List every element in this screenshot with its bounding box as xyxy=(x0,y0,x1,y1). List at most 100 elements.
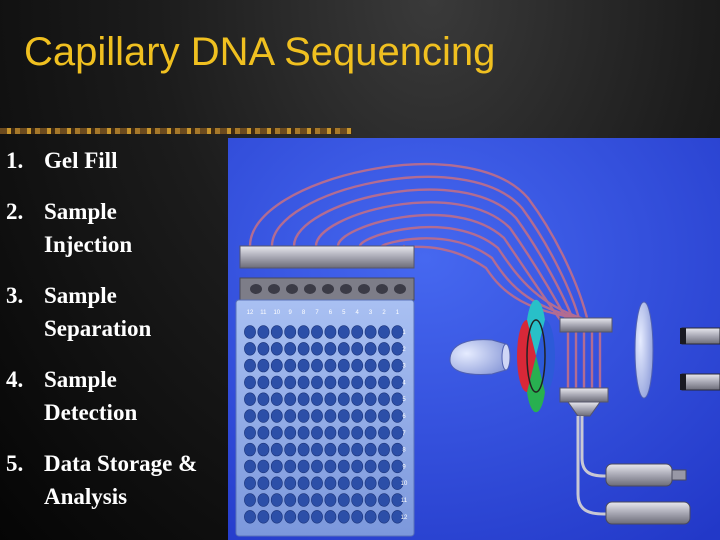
plate-column-label: 7 xyxy=(315,310,319,316)
plate-well xyxy=(244,426,256,440)
plate-well xyxy=(311,409,323,423)
plate-well xyxy=(324,426,337,440)
plate-well xyxy=(297,392,310,406)
plate-column-label: 5 xyxy=(342,310,346,316)
plate-well xyxy=(378,493,390,507)
plate-column-label: 3 xyxy=(369,310,373,316)
plate-column-label: 11 xyxy=(260,310,267,316)
plate-well xyxy=(284,459,297,474)
plate-well xyxy=(364,493,377,507)
plate-row-label: 8 xyxy=(402,448,406,454)
plate-well xyxy=(257,476,270,490)
plate-well xyxy=(244,442,256,457)
plate-well xyxy=(351,409,364,423)
plate-wells xyxy=(244,325,404,524)
plate-well xyxy=(284,375,297,390)
plate-well xyxy=(284,442,297,457)
plate-row-label: 4 xyxy=(402,380,406,386)
step-number: 1. xyxy=(6,148,24,173)
plate-well xyxy=(284,426,297,440)
pump-tubing xyxy=(576,416,608,516)
detector-icon xyxy=(680,327,720,391)
plate-well xyxy=(324,493,337,507)
plate-well xyxy=(351,358,364,373)
plate-well xyxy=(311,459,323,474)
plate-well xyxy=(351,375,364,390)
plate-well xyxy=(337,442,350,457)
plate-row-label: 5 xyxy=(402,397,406,403)
plate-well xyxy=(337,409,350,423)
plate-well xyxy=(270,375,283,390)
plate-well xyxy=(364,442,377,457)
plate-well xyxy=(364,426,377,440)
plate-well xyxy=(351,510,364,524)
plate-column-label: 8 xyxy=(302,310,306,316)
plate-well xyxy=(257,392,270,406)
plate-well xyxy=(270,493,283,507)
plate-well xyxy=(351,325,364,339)
plate-well xyxy=(244,342,256,356)
plate-well xyxy=(257,325,270,339)
capillary-holder-top xyxy=(559,317,613,333)
plate-well xyxy=(337,375,350,390)
step-number: 2. xyxy=(6,199,24,224)
plate-well xyxy=(284,510,297,524)
step-number: 4. xyxy=(6,367,24,392)
plate-well xyxy=(391,409,404,423)
plate-well xyxy=(297,442,310,457)
step-text: Sample Separation xyxy=(44,283,152,341)
step-list: 1.Gel Fill 2.Sample Injection 3.Sample S… xyxy=(6,144,228,531)
plate-well xyxy=(337,392,350,406)
plate-column-label: 10 xyxy=(273,310,280,316)
plate-row-label: 7 xyxy=(402,431,406,437)
plate-well xyxy=(284,325,297,339)
plate-well xyxy=(378,375,390,390)
plate-well xyxy=(324,358,337,373)
plate-well xyxy=(284,358,297,373)
plate-well xyxy=(257,358,270,373)
step-text: Sample Detection xyxy=(44,367,138,425)
plate-well xyxy=(364,325,377,339)
plate-row-label: 9 xyxy=(402,464,406,470)
plate-well xyxy=(364,342,377,356)
plate-well xyxy=(284,409,297,423)
plate-well xyxy=(391,442,404,457)
plate-well xyxy=(270,325,283,339)
plate-row-label: 12 xyxy=(401,515,408,521)
plate-well xyxy=(270,342,283,356)
plate-well xyxy=(391,510,404,524)
plate-well xyxy=(244,375,256,390)
plate-well xyxy=(257,375,270,390)
plate-well xyxy=(311,375,323,390)
plate-well xyxy=(311,358,323,373)
plate-well xyxy=(364,392,377,406)
plate-well xyxy=(337,476,350,490)
plate-well xyxy=(364,459,377,474)
plate-row-label: 1 xyxy=(402,330,406,336)
plate-well xyxy=(337,426,350,440)
plate-well xyxy=(364,476,377,490)
plate-well xyxy=(351,459,364,474)
plate-well xyxy=(297,493,310,507)
plate-well xyxy=(244,510,256,524)
plate-well xyxy=(378,325,390,339)
plate-well xyxy=(337,493,350,507)
plate-well xyxy=(257,426,270,440)
plate-well xyxy=(284,342,297,356)
plate-well xyxy=(244,358,256,373)
plate-well xyxy=(351,392,364,406)
plate-well xyxy=(257,493,270,507)
plate-well xyxy=(378,358,390,373)
plate-well xyxy=(324,459,337,474)
slide-title: Capillary DNA Sequencing xyxy=(24,30,496,74)
plate-well xyxy=(297,510,310,524)
step-number: 5. xyxy=(6,451,24,476)
plate-row-label: 2 xyxy=(402,347,406,353)
plate-well xyxy=(324,409,337,423)
plate-well xyxy=(270,510,283,524)
plate-column-label: 6 xyxy=(329,310,333,316)
plate-well xyxy=(311,442,323,457)
step-text: Gel Fill xyxy=(44,148,118,173)
plate-well xyxy=(391,392,404,406)
